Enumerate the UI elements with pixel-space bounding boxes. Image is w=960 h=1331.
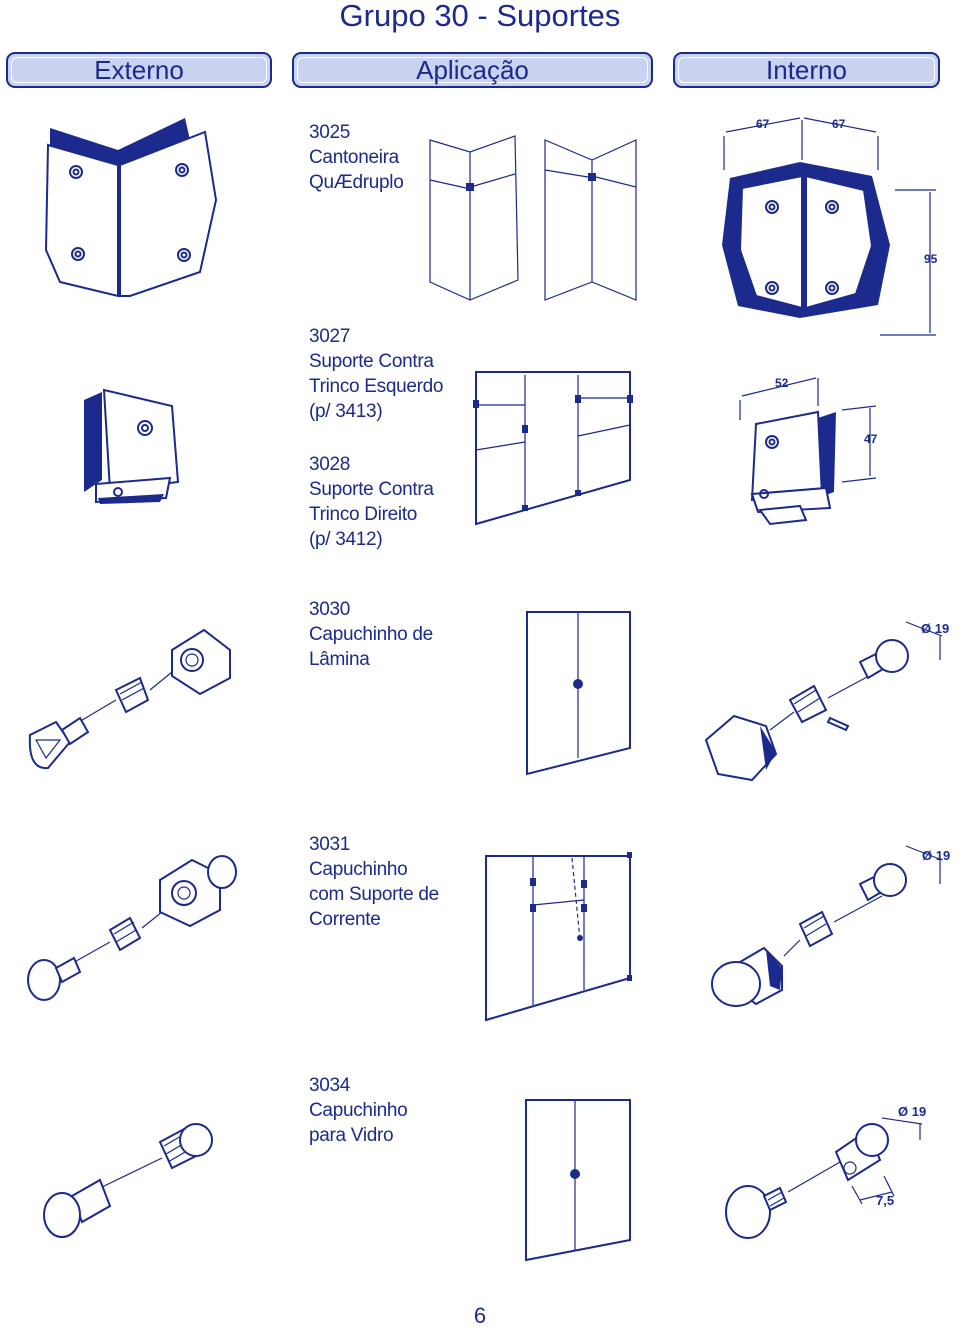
dimension-diameter-19-3034: Ø 19 [898,1104,927,1119]
tab-externo: Externo [6,52,272,88]
application-3034-drawing [525,1099,631,1262]
item-code: 3034 [309,1075,351,1096]
capuchinho-3031-external-drawing [27,855,237,1001]
item-3034-label: 3034 Capuchinho para Vidro [309,1075,408,1146]
application-3030-drawing [526,611,631,776]
dimension-7-5: 7,5 [876,1193,895,1208]
application-3031-drawing [485,852,632,1022]
item-3025-label: 3025 Cantoneira QuÆdruplo [309,122,404,193]
capuchinho-3034-internal-drawing [725,1117,923,1239]
application-3025-drawing-b [544,139,637,301]
item-code: 3025 [309,122,351,143]
dimension-52: 52 [775,376,789,390]
dimension-diameter-19-3031: Ø 19 [922,848,951,863]
tab-interno: Interno [673,52,940,88]
dimension-67-left: 67 [756,117,770,131]
item-code: 3028 [309,454,351,475]
capuchinho-3030-internal-drawing [704,621,943,782]
bracket-3025-external-drawing [44,118,218,298]
item-3028-label: 3028 Suporte Contra Trinco Direito (p/ 3… [309,454,434,550]
dimension-diameter-19-3030: Ø 19 [921,621,950,636]
item-code: 3027 [309,326,351,347]
item-3030-label: 3030 Capuchinho de Lâmina [309,599,433,670]
capuchinho-3031-internal-drawing [711,845,943,1007]
dimension-47: 47 [864,432,878,446]
dimension-67-right: 67 [832,117,846,131]
page-number: 6 [473,1303,487,1328]
dimension-95: 95 [924,252,938,266]
bracket-3027-external-drawing [84,388,180,504]
capuchinho-3034-external-drawing [43,1123,213,1238]
application-3027-drawing [473,371,633,526]
tab-aplicacao: Aplicação [292,52,653,88]
item-code: 3030 [309,599,351,620]
capuchinho-3030-external-drawing [28,628,231,770]
bracket-3025-internal-drawing [722,117,936,336]
item-3031-label: 3031 Capuchinho com Suporte de Corrente [309,834,439,930]
bracket-3028-internal-drawing [739,377,877,526]
page-title: Grupo 30 - Suportes [339,0,621,33]
application-3025-drawing-a [429,135,519,301]
item-code: 3031 [309,834,351,855]
item-3027-label: 3027 Suporte Contra Trinco Esquerdo (p/ … [309,326,444,422]
